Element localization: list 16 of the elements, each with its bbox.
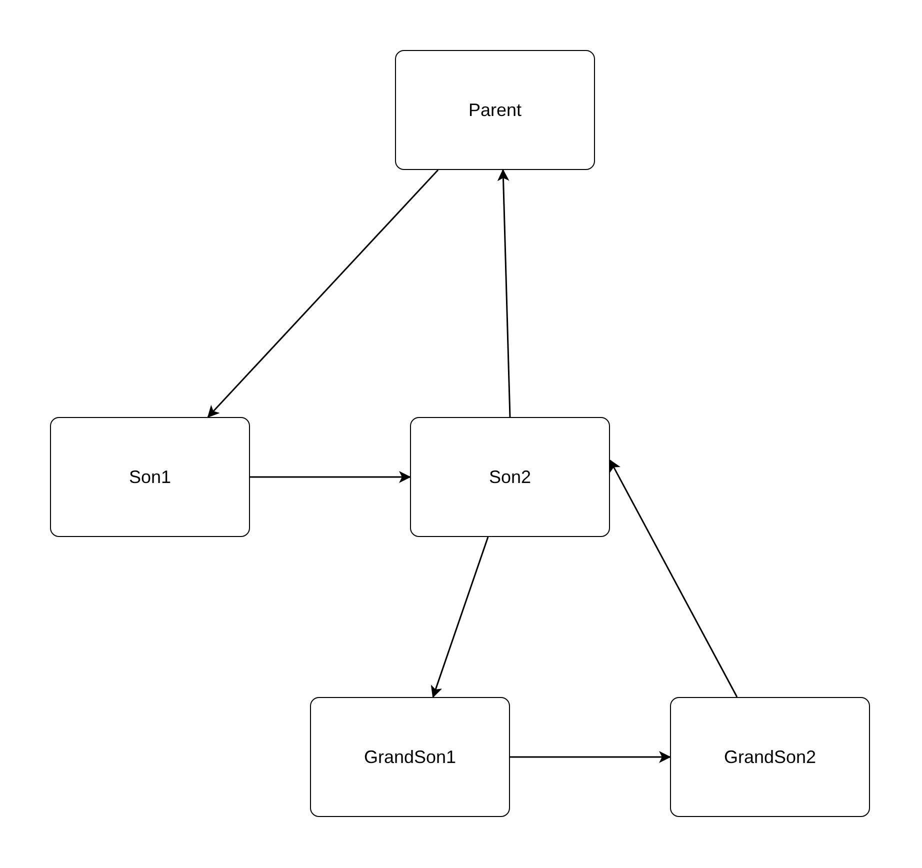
process-box [410, 417, 610, 537]
arrow [609, 459, 738, 698]
process-box [395, 50, 595, 170]
node-label: GrandSon2 [724, 746, 816, 768]
arrow [430, 536, 489, 698]
process-box [670, 697, 870, 817]
node-label: Parent [468, 100, 522, 120]
process-box [50, 417, 250, 537]
node-label: Son2 [488, 466, 532, 488]
arrow [497, 169, 511, 418]
arrow [207, 169, 439, 418]
process-box [310, 697, 510, 817]
node-label: GrandSon1 [364, 746, 456, 768]
node-label: Son1 [128, 466, 172, 488]
arrow [250, 471, 411, 483]
arrow [510, 751, 671, 763]
